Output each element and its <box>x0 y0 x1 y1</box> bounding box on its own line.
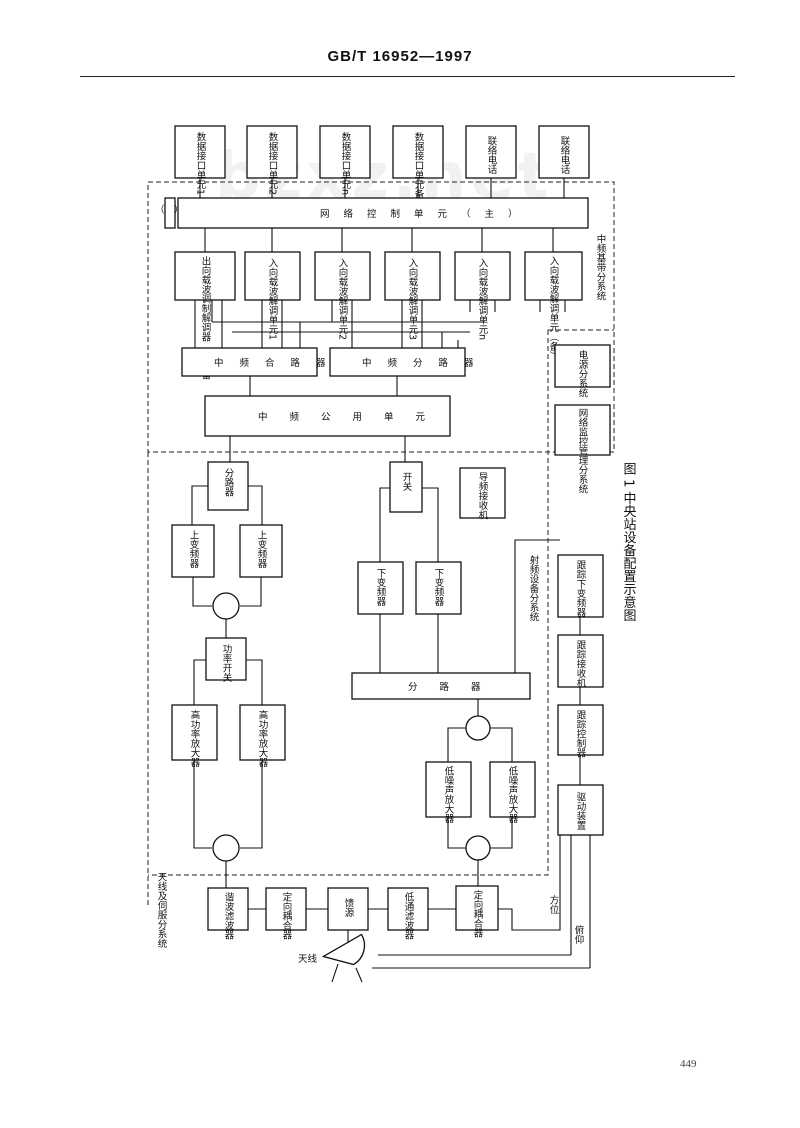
if-splitter-label: 中频分路器 <box>362 357 490 369</box>
directional-coupler-2-label: 定向耦合器 <box>472 889 484 937</box>
header-rule <box>80 76 735 77</box>
power-switch-label: 功率开关 <box>221 644 233 683</box>
drive-unit-label: 驱动装置 <box>575 792 587 830</box>
inbound-demod-unit-1-label: 入向载波解调单元1 <box>267 258 279 340</box>
lna-1-label: 低噪声放大器 <box>443 765 455 823</box>
data-interface-unit-n <box>319 125 371 179</box>
tracking-receiver-label: 跟踪接收机 <box>575 640 587 688</box>
hpa-2-label: 高功率放大器 <box>257 709 269 767</box>
hpa-1 <box>171 704 218 761</box>
liaison-phone-2-label: 联络电话 <box>559 136 571 175</box>
tracking-controller-label: 跟踪控制器 <box>575 710 587 758</box>
downconverter-2-label: 下变频器 <box>433 568 445 606</box>
rf-splitter <box>351 672 531 700</box>
page-header: GB/T 16952—1997 <box>327 48 473 65</box>
data-interface-unit-2-label: 数据接口单元2 <box>267 131 279 195</box>
hpa-1-label: 高功率放大器 <box>189 709 201 767</box>
rf-boundary <box>148 330 549 876</box>
liaison-phone-1-label: 联络电话 <box>486 136 498 175</box>
inbound-demod-unit-n-label: 入向载波解调单元n <box>477 258 489 340</box>
power-subsystem-label: 电源分系统 <box>577 349 589 398</box>
network-control-spare-edge <box>164 197 176 229</box>
tracking-controller <box>557 704 604 756</box>
tracking-receiver <box>557 634 604 688</box>
harmonic-filter-label: 谐波滤波器 <box>223 892 235 940</box>
elevation-label: 俯仰 <box>573 924 585 945</box>
data-interface-unit-1-label: 数据接口单元1 <box>195 131 207 195</box>
azimuth-label: 方位 <box>548 894 560 914</box>
inbound-demod-unit-1 <box>244 251 301 301</box>
harmonic-filter <box>207 887 249 931</box>
tracking-downconverter-label: 跟踪下变频器 <box>575 560 587 617</box>
data-interface-unit-n-label: 数据接口单元n <box>340 131 352 195</box>
network-monitor-subsystem-label: 网络监控管理分系统 <box>577 408 589 494</box>
inbound-demod-unit-n <box>454 251 511 301</box>
lowpass-filter-label: 低通滤波器 <box>403 891 415 939</box>
lna-split-node <box>465 715 491 741</box>
beacon-receiver <box>459 467 506 519</box>
upconverter-2-label: 上变频器 <box>256 530 268 568</box>
upconverter-1 <box>171 524 215 578</box>
data-interface-unit-spare-label: 数据接口单元备 <box>413 131 425 199</box>
downconverter-1-label: 下变频器 <box>375 568 387 606</box>
inbound-demod-unit-2-label: 入向载波解调单元2 <box>337 258 349 340</box>
inbound-demod-unit-3-label: 入向载波解调单元3 <box>407 258 419 340</box>
feed <box>327 887 369 931</box>
power-subsystem <box>554 344 611 388</box>
liaison-phone-2 <box>538 125 590 179</box>
upconverter-2 <box>239 524 283 578</box>
liaison-phone-1 <box>465 125 517 179</box>
uplink-splitter <box>207 461 249 511</box>
data-interface-unit-spare <box>392 125 444 179</box>
antenna-label: 天线 <box>298 953 318 965</box>
inbound-demod-unit-spare <box>524 251 583 301</box>
outbound-modem <box>174 251 236 301</box>
lna-merge-node <box>465 835 491 861</box>
page-number: 449 <box>680 1058 697 1070</box>
directional-coupler-1-label: 定向耦合器 <box>281 891 293 939</box>
if-splitter <box>329 347 466 377</box>
if-band-subsystem-label: 中频基带分系统 <box>595 233 607 301</box>
uplink-combiner-node <box>212 592 240 620</box>
if-combiner-label: 中频合路器 <box>214 357 342 369</box>
antenna-subsystem-label: 天线及伺服分系统 <box>156 872 168 949</box>
beacon-receiver-label: 导频接收机 <box>477 472 489 520</box>
network-control-unit <box>177 197 589 229</box>
power-switch <box>205 637 247 681</box>
network-monitor-subsystem <box>554 404 611 456</box>
lna-2-label: 低噪声放大器 <box>507 765 519 823</box>
upconverter-1-label: 上变频器 <box>188 530 200 568</box>
inbound-demod-unit-2 <box>314 251 371 301</box>
antenna-dish-icon <box>321 933 366 966</box>
rf-subsystem-label: 射频设备分系统 <box>528 554 540 622</box>
drive-unit <box>557 784 604 836</box>
if-band-boundary <box>147 181 615 453</box>
downlink-switch <box>389 461 423 513</box>
downlink-switch-label: 开关 <box>401 472 413 492</box>
hpa-2 <box>239 704 286 761</box>
inbound-demod-unit-3 <box>384 251 441 301</box>
rf-splitter-label: 分路器 <box>408 681 503 693</box>
downconverter-2 <box>415 561 462 615</box>
uplink-output-node <box>212 834 240 862</box>
directional-coupler-2 <box>455 885 499 931</box>
inbound-demod-unit-spare-label: 入向载波解调单元（备） <box>548 256 560 361</box>
lna-1 <box>425 761 472 818</box>
if-common-unit-label: 中频公用单元 <box>258 411 447 423</box>
if-common-unit <box>204 395 451 437</box>
uplink-splitter-label: 分路器 <box>223 468 235 497</box>
outbound-modem-label: 出向载波调制解调器（主）备 <box>200 255 212 380</box>
network-control-unit-label: 网络控制单元（主） <box>320 208 532 220</box>
feed-label: 馈源 <box>343 897 355 918</box>
figure-caption: 图 1 中央站设备配置示意图 <box>621 462 637 622</box>
